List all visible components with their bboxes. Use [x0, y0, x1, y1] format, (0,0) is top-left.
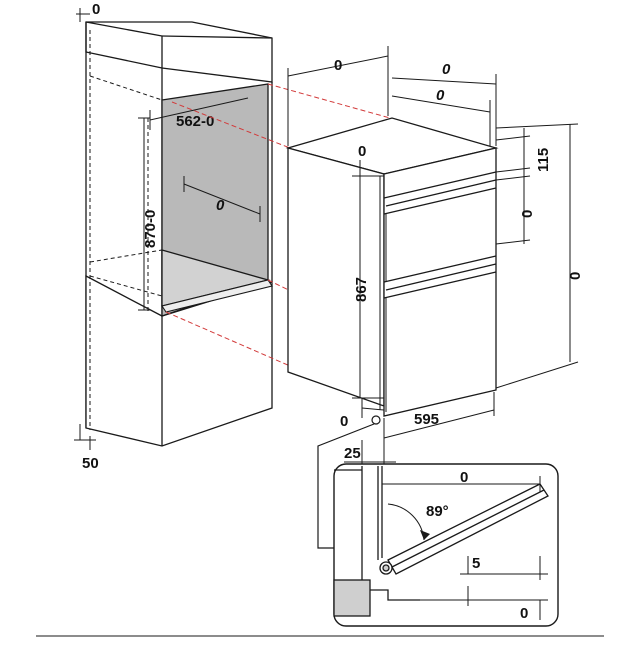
dim-cabinet-offset — [74, 424, 96, 450]
cabinet-dashed-guides — [89, 30, 163, 430]
dim-detail-gap-a — [460, 556, 548, 580]
label-top-panel-height: 115 — [535, 148, 552, 172]
cabinet-top-edge — [161, 35, 273, 39]
label-oven-width-top: 0 — [334, 57, 342, 74]
label-top-left-zero: 0 — [92, 1, 100, 18]
dim-oven-width-top — [287, 46, 389, 146]
dim-mid-gap — [495, 175, 531, 245]
detail-callout-leader — [317, 423, 375, 549]
label-base-gap: 0 — [340, 413, 348, 430]
dim-niche-depth — [183, 176, 261, 222]
label-mid-gap: 0 — [519, 210, 536, 218]
label-oven-total-height: 867 — [353, 277, 370, 302]
niche-shelf-front — [161, 279, 273, 313]
label-right-total-height: 0 — [567, 272, 584, 280]
door-detail-drawing — [333, 466, 549, 617]
dim-oven-total-height — [352, 176, 384, 399]
door-angle-arrowhead — [420, 530, 430, 540]
dim-oven-width-bottom — [383, 392, 495, 444]
label-detail-gap-b: 0 — [520, 605, 528, 622]
cabinet — [85, 21, 273, 447]
dim-detail-gap-b — [420, 586, 548, 620]
label-detail-gap-a: 5 — [472, 555, 480, 572]
label-oven-top-gap: 0 — [358, 143, 366, 160]
oven-front-details — [379, 171, 497, 412]
label-niche-depth: 0 — [216, 197, 225, 214]
dim-top-left — [76, 8, 90, 22]
upper-door-top — [385, 179, 497, 207]
upper-door-bottom — [383, 255, 497, 283]
label-oven-depth-outer: 0 — [442, 61, 451, 78]
dim-top-panel-height — [495, 128, 531, 182]
cabinet-top-box — [85, 21, 273, 83]
control-panel-line — [383, 171, 497, 199]
cabinet-top-edge — [85, 21, 163, 37]
dim-base-gap — [361, 398, 385, 418]
label-oven-width-bottom: 595 — [414, 411, 439, 428]
label-oven-depth-inner: 0 — [436, 87, 445, 104]
label-niche-height: 870-0 — [142, 210, 159, 248]
label-niche-width: 562-0 — [176, 113, 214, 130]
label-door-offset: 25 — [344, 445, 361, 462]
dim-oven-top-gap — [352, 160, 384, 177]
label-detail-width: 0 — [460, 469, 468, 486]
dim-right-total-height — [495, 123, 579, 389]
oven — [285, 117, 499, 417]
dim-niche-width — [149, 97, 249, 130]
label-cabinet-offset: 50 — [82, 455, 99, 472]
oven-front — [383, 147, 497, 417]
floor-section — [333, 579, 371, 617]
detail-callout-marker — [371, 415, 381, 425]
label-door-angle: 89° — [426, 503, 449, 520]
lower-door-top — [385, 263, 497, 291]
dim-niche-height — [138, 117, 150, 311]
dim-oven-depth — [391, 74, 497, 146]
